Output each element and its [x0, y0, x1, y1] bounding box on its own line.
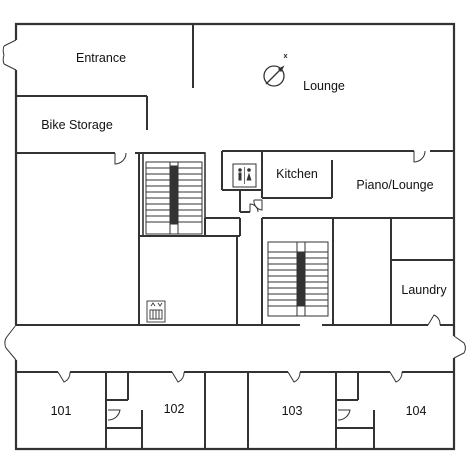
- room-label-piano-lounge: Piano/Lounge: [356, 177, 434, 192]
- room-label-104: 104: [405, 403, 427, 418]
- compass-icon: [263, 53, 288, 87]
- upper-walls: [16, 24, 454, 373]
- room-label-103: 103: [281, 403, 303, 418]
- elevator-icon: [146, 300, 166, 323]
- room-label-lounge: Lounge: [303, 78, 345, 93]
- lower-walls: [105, 372, 375, 449]
- exterior-walls: [14, 22, 456, 451]
- door-swings: [57, 150, 441, 421]
- stairs-icon: [145, 161, 203, 235]
- stairwell-2: [267, 241, 329, 317]
- corridor-doors: [4, 324, 466, 361]
- entrance-doors: [2, 39, 17, 71]
- room-label-kitchen: Kitchen: [276, 166, 318, 181]
- restroom-icon: [232, 163, 257, 188]
- room-label-101: 101: [50, 403, 72, 418]
- room-label-bike-storage: Bike Storage: [41, 117, 113, 132]
- room-label-102: 102: [163, 401, 185, 416]
- room-label-entrance: Entrance: [75, 50, 127, 65]
- room-label-laundry: Laundry: [401, 282, 447, 297]
- stairwell-1: [142, 152, 206, 237]
